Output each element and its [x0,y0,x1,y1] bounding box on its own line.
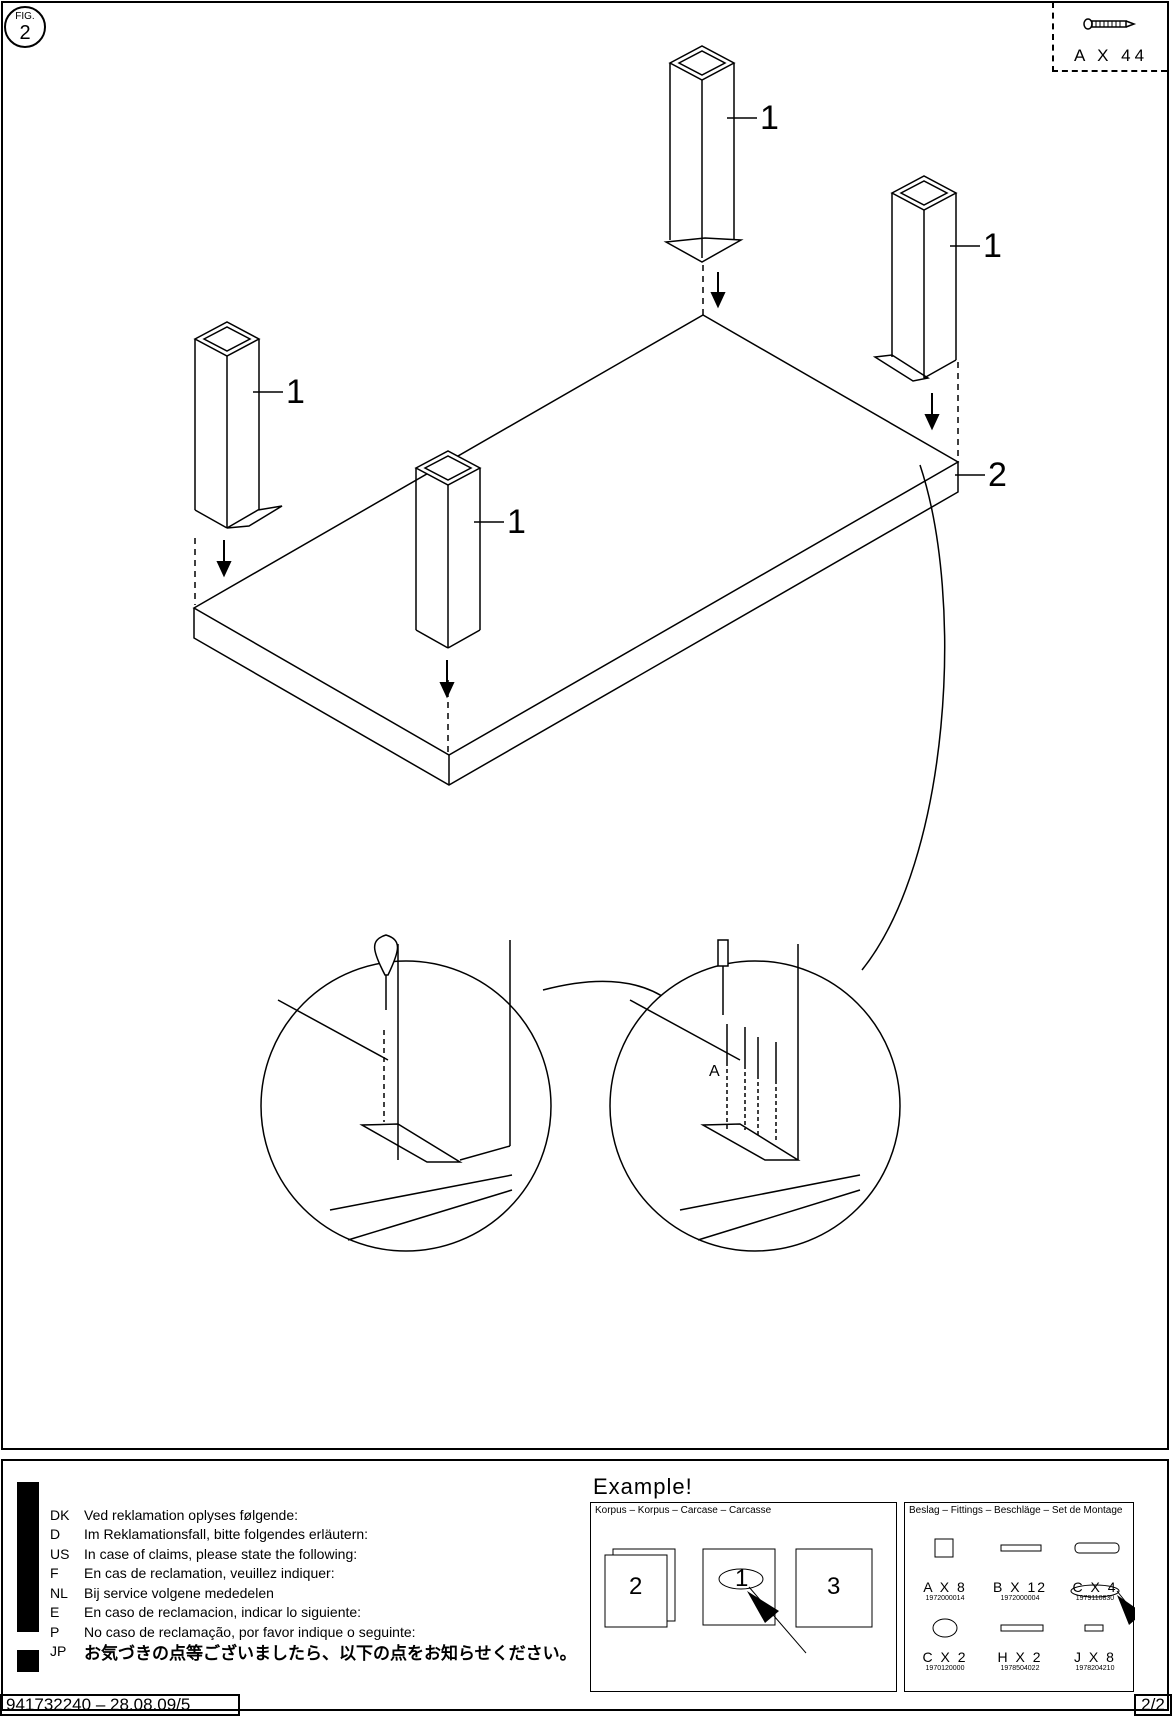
screw-short-icon [1084,1624,1104,1632]
dowel-icon [1074,1542,1120,1554]
detail-screw-label: A [709,1063,720,1080]
fitting-label-b: B X 12 [992,1579,1048,1595]
screw-long-icon [1000,1624,1044,1632]
callout-leg-back: 1 [760,99,779,137]
detail-circle-drill [260,934,552,1252]
screw-icon [1083,18,1137,30]
warning-icon [17,1482,39,1632]
warning-icon-dot [17,1650,39,1672]
fitting-code-a: 1972000014 [925,1595,965,1602]
corpus-header: Korpus – Korpus – Carcase – Carcasse [595,1505,772,1516]
corpus-example-box: Korpus – Korpus – Carcase – Carcasse 2 1… [590,1502,897,1692]
fitting-code-c2: 1970120000 [925,1665,965,1672]
figure-badge: FIG. 2 [4,6,46,48]
leg-back [663,45,744,315]
fitting-label-j: J X 8 [1074,1649,1116,1665]
example-title: Example! [593,1474,693,1499]
leg-left [193,321,283,605]
page-number: 2/2 [1134,1694,1172,1716]
cam-lock-icon [934,1538,954,1558]
document-id: 941732240 – 28.08.09/5 [0,1694,240,1716]
figure-label: FIG. [15,11,35,22]
shelf-support-icon [932,1618,958,1638]
fitting-code-j: 1978204210 [1075,1665,1115,1672]
callout-leg-front: 1 [507,503,526,541]
panel-number-2: 2 [629,1573,643,1600]
callout-leg-right: 1 [983,227,1002,265]
fittings-example-box: Beslag – Fittings – Beschläge – Set de M… [904,1502,1135,1692]
fitting-code-b: 1972000004 [1000,1595,1040,1602]
figure-number: 2 [19,22,31,44]
panels-drawing [604,1548,873,1654]
panel-number-3: 3 [827,1573,841,1600]
leg-right [872,175,959,462]
fitting-label-c2: C X 2 [922,1649,968,1665]
callout-tabletop: 2 [988,456,1007,494]
fitting-label-a: A X 8 [923,1579,967,1595]
assembly-figure-frame [1,1,1169,1450]
bolt-icon [1000,1544,1042,1552]
fitting-code-h: 1978504022 [1000,1665,1040,1672]
fittings-header: Beslag – Fittings – Beschläge – Set de M… [909,1505,1123,1516]
table-assembly-drawing [192,45,985,1252]
fitting-code-c: 1979110830 [1075,1595,1115,1602]
callout-leg-left: 1 [286,373,305,411]
detail-circle-screws [609,939,901,1252]
leg-front [414,450,482,755]
panel-number-1: 1 [735,1565,749,1592]
claims-panel [1,1459,1169,1711]
tabletop-panel [192,314,960,786]
parts-inset: A X 44 [1052,2,1167,72]
parts-quantity: A X 44 [1074,46,1149,65]
fitting-label-h: H X 2 [997,1649,1043,1665]
fittings-drawing [932,1538,1135,1638]
fitting-label-c: C X 4 [1072,1579,1118,1595]
